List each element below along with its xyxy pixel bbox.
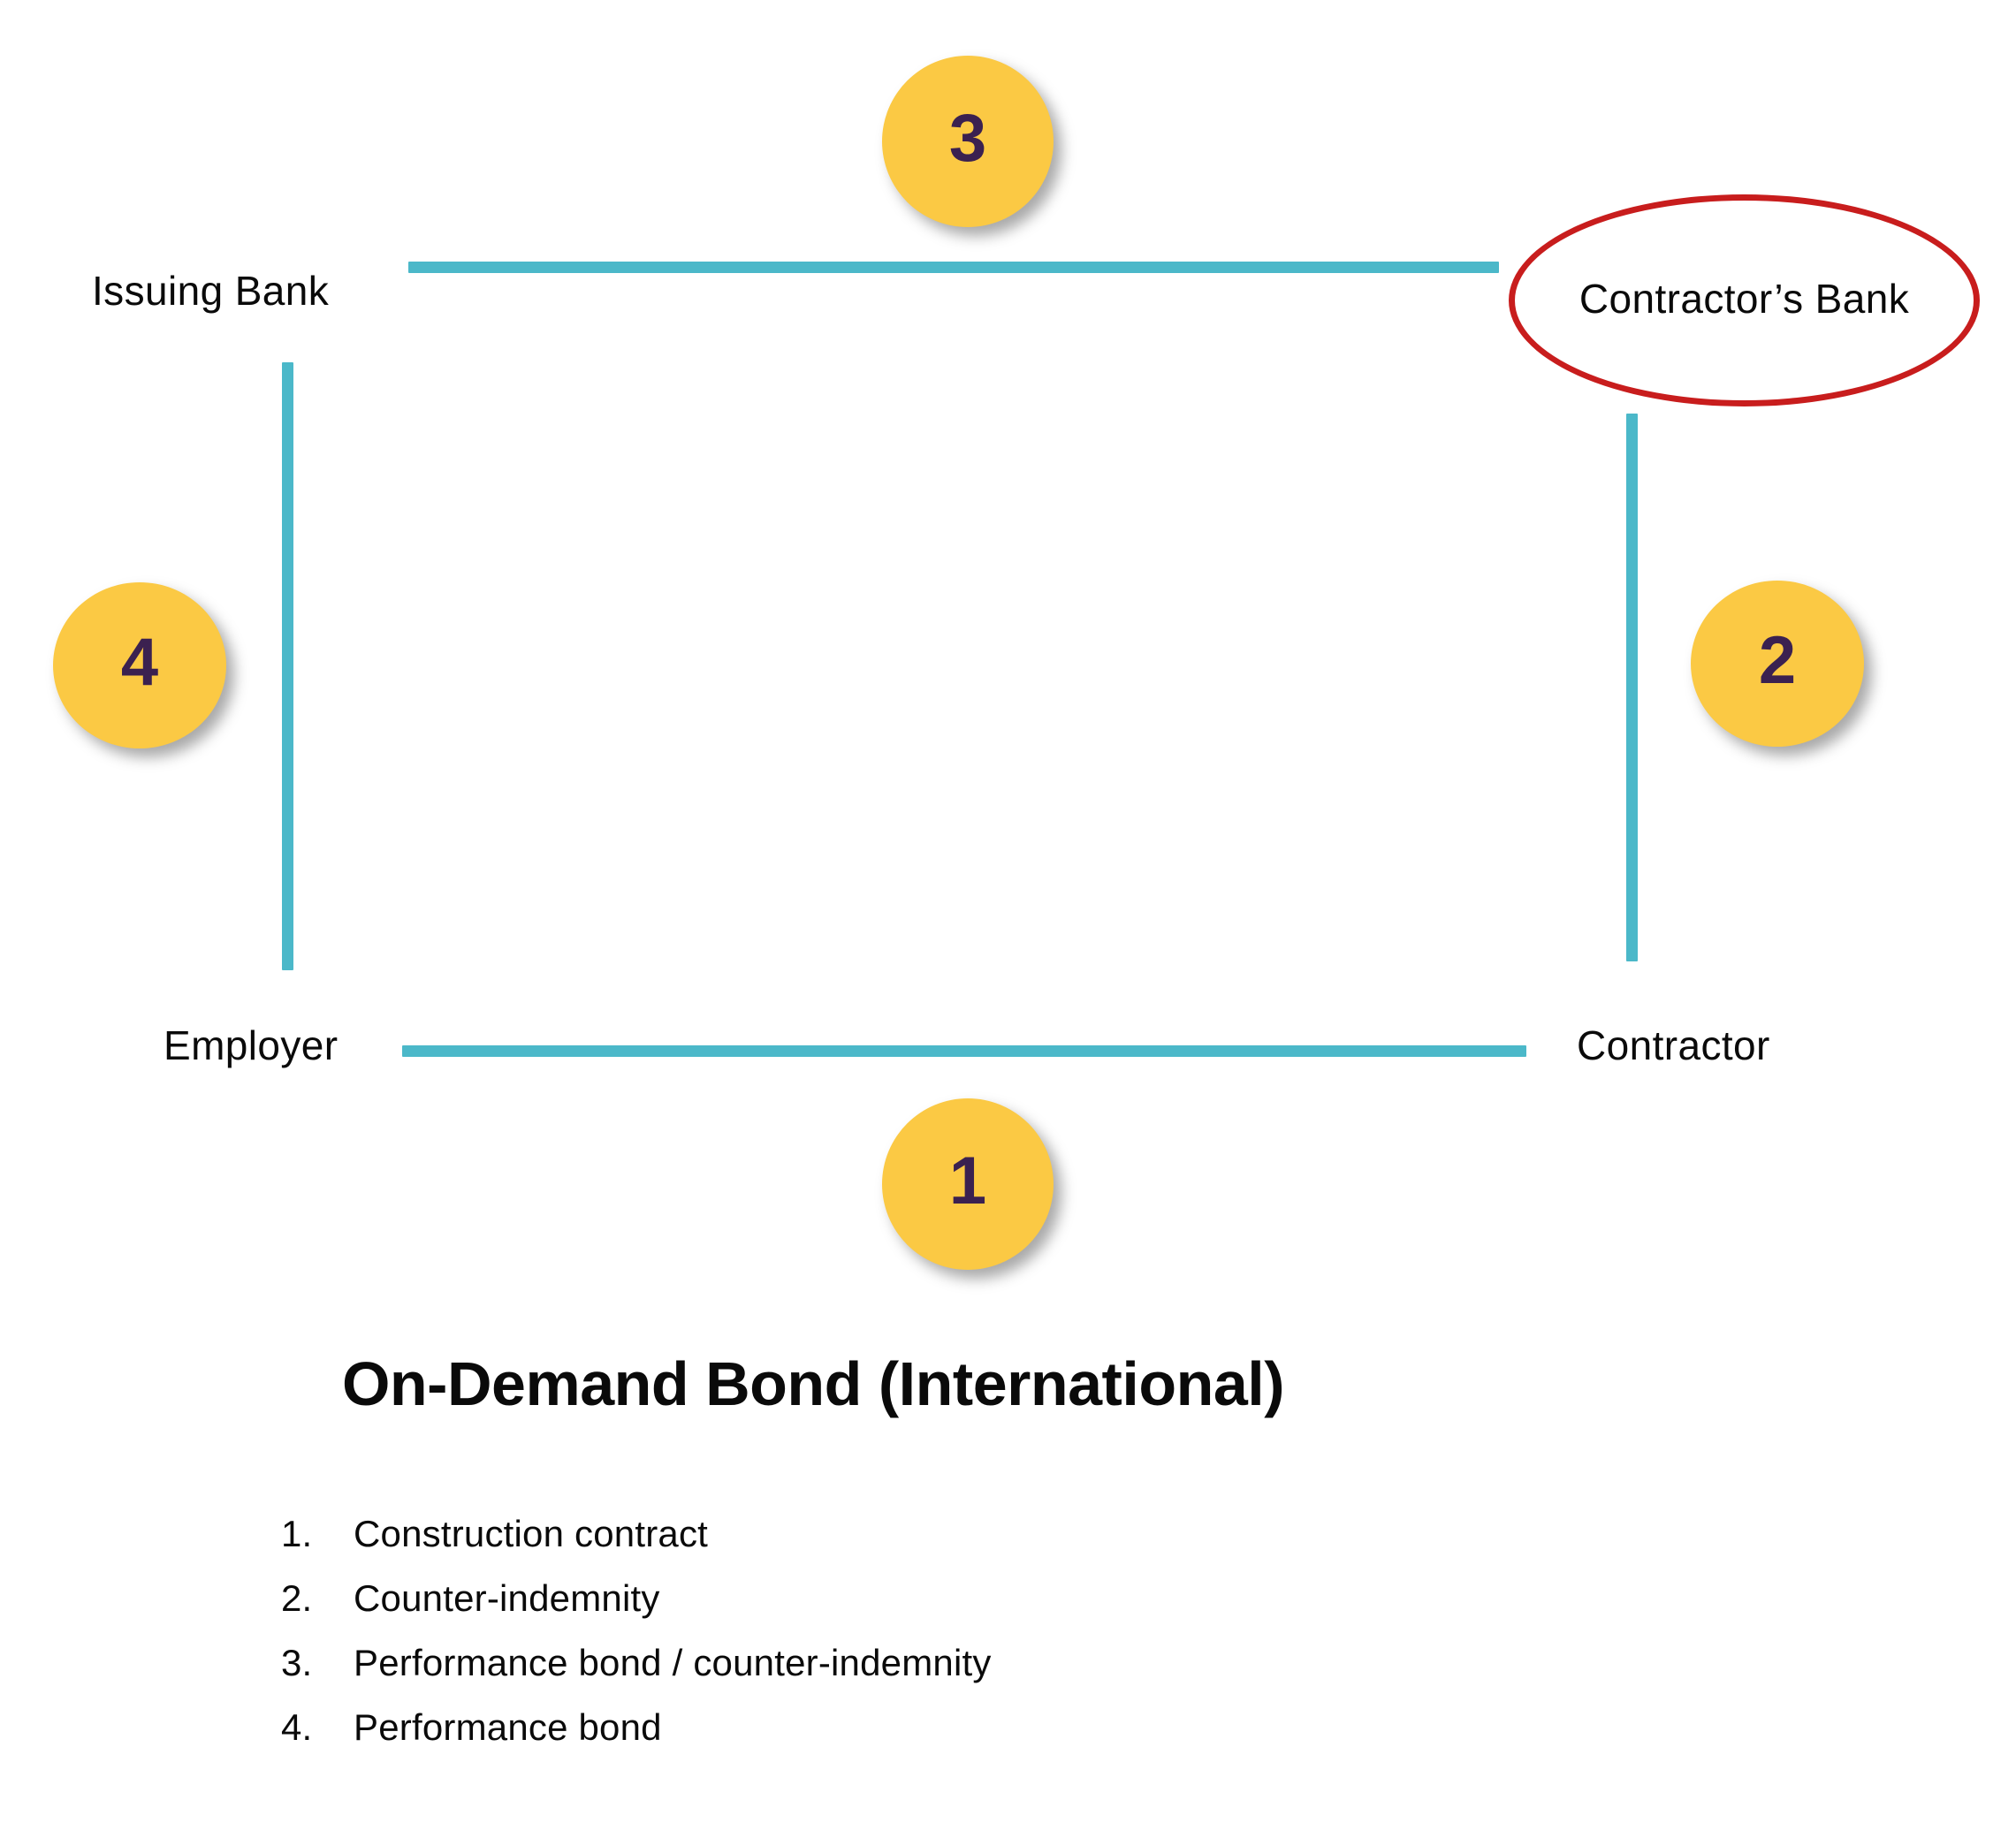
step-badge-4-number: 4 [120,625,159,700]
diagram-title: On-Demand Bond (International) [341,1349,1285,1418]
step-badge-4: 4 [53,582,226,748]
legend-item-number: 3. [281,1642,313,1683]
legend-item-number: 2. [281,1577,313,1619]
legend-item: 3. Performance bond / counter-indemnity [281,1644,1518,1709]
step-badge-3-number: 3 [948,101,987,176]
step-badge-1: 1 [882,1098,1054,1270]
step-badge-2: 2 [1691,581,1864,747]
node-label-issuing-bank: Issuing Bank [92,268,330,314]
legend-item: 2. Counter-indemnity [281,1580,1518,1644]
legend-list: 1. Construction contract 2. Counter-inde… [281,1515,1518,1773]
node-label-contractors-bank: Contractor’s Bank [1579,276,1910,322]
connector-line-issuing-bank-to-contractors-bank [408,262,1499,273]
connector-line-contractors-bank-to-contractor [1626,414,1638,961]
legend-item-label: Performance bond / counter-indemnity [354,1642,992,1683]
step-badge-2-number: 2 [1758,623,1797,698]
node-label-employer: Employer [164,1022,339,1068]
connector-line-issuing-bank-to-employer [282,362,293,970]
legend-item: 4. Performance bond [281,1709,1518,1773]
highlight-ellipse [1509,194,1980,406]
node-label-contractor: Contractor [1577,1022,1770,1068]
connector-line-employer-to-contractor [402,1045,1526,1057]
legend-item-number: 1. [281,1513,313,1554]
legend-item-label: Performance bond [354,1706,662,1748]
legend-item-label: Counter-indemnity [354,1577,660,1619]
node-contractors-bank: Contractor’s Bank [1509,194,1980,406]
legend-item-number: 4. [281,1706,313,1748]
step-badge-1-number: 1 [948,1143,987,1219]
legend-item-label: Construction contract [354,1513,709,1554]
legend-item: 1. Construction contract [281,1515,1518,1580]
step-badge-3: 3 [882,56,1054,227]
